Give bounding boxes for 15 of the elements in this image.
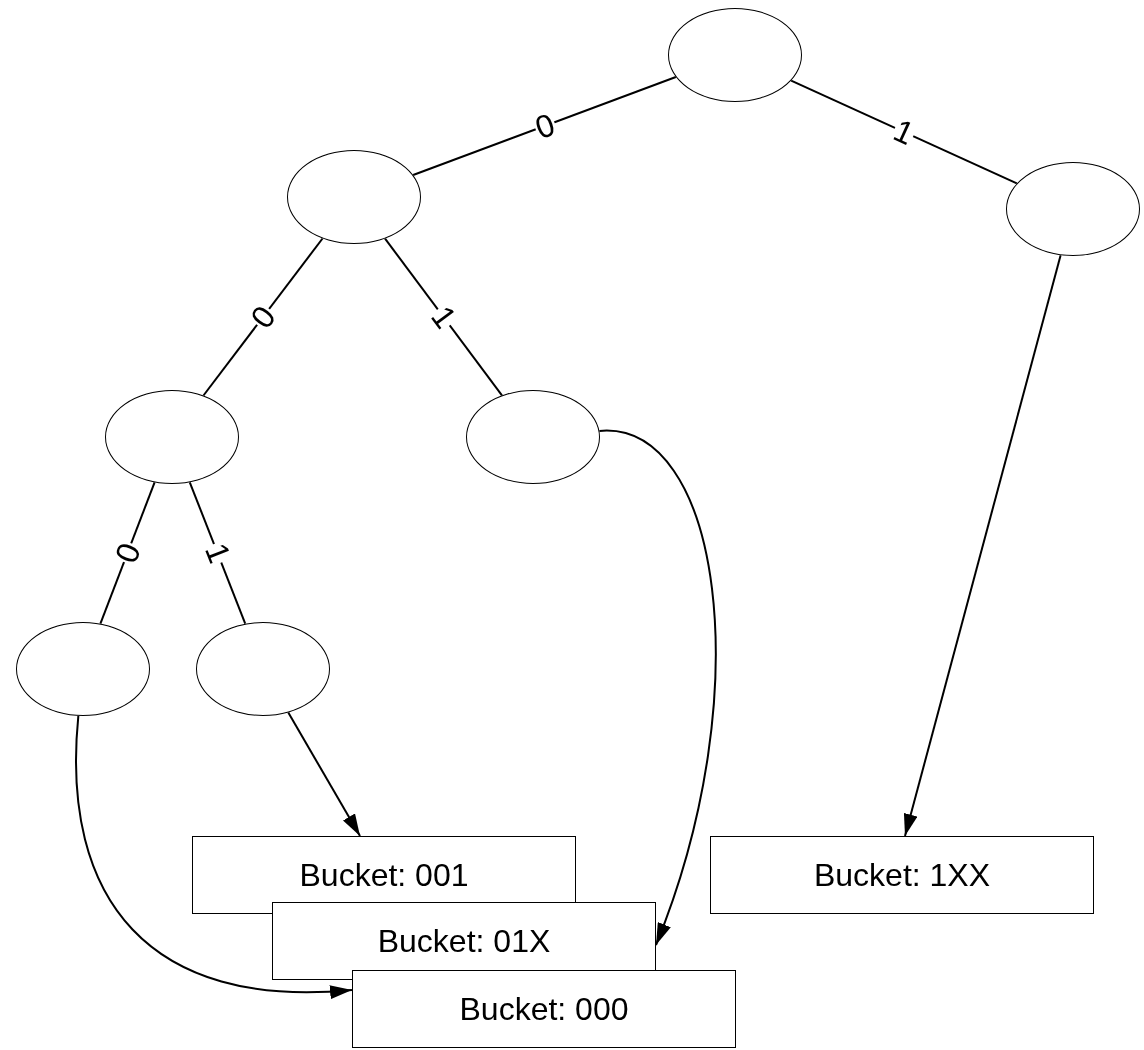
tree-branch-line <box>384 237 503 397</box>
arrow <box>903 254 1062 837</box>
arrow <box>287 711 361 837</box>
bucket-label: Bucket: 000 <box>459 990 629 1028</box>
bucket-box <box>352 970 736 1048</box>
tree-branch-line <box>412 76 677 176</box>
bucket-label: Bucket: 001 <box>299 856 469 894</box>
bucket-label: Bucket: 1XX <box>813 856 991 894</box>
bucket-label: Bucket: 01X <box>377 922 551 960</box>
tree-branch-line <box>790 79 1018 185</box>
tree-branch-line <box>202 237 324 397</box>
bucket-box <box>272 902 656 980</box>
arrow <box>598 429 717 946</box>
bucket-box <box>710 836 1094 914</box>
arrow <box>75 714 353 999</box>
